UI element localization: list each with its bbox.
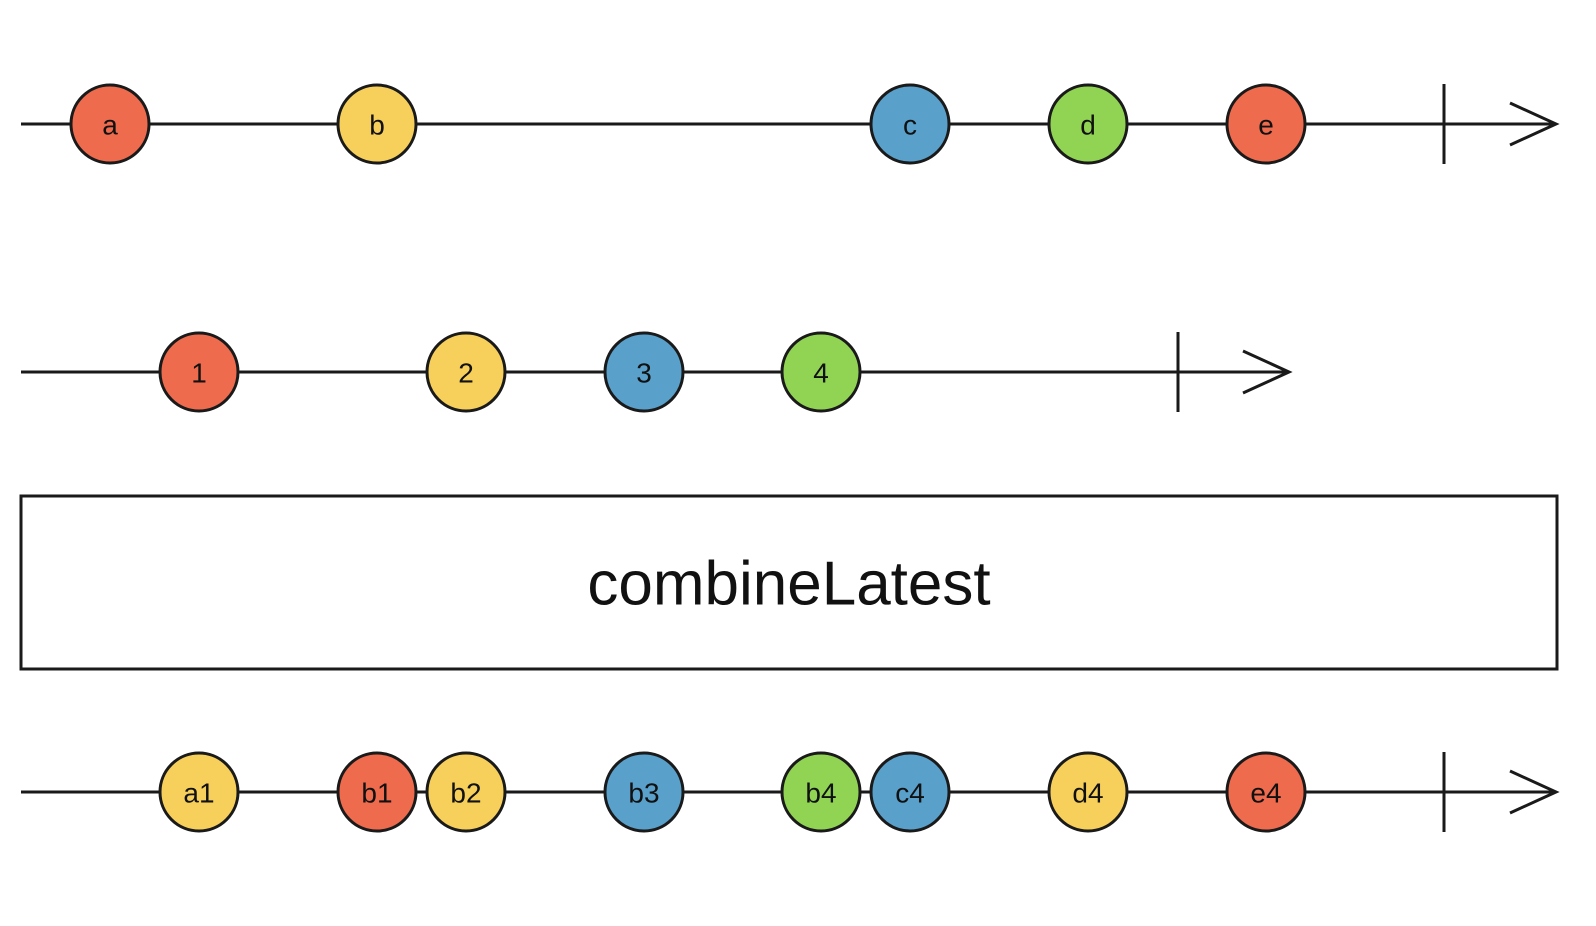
marble-circle — [1225, 751, 1307, 833]
marble-circle — [336, 83, 418, 165]
output-stream: a1 b1 b2 b3 b4 c4 d4 e4 — [21, 751, 1560, 833]
marble-label: d4 — [1072, 778, 1103, 809]
marble-a1: a1 — [158, 751, 240, 833]
marble-circle — [603, 331, 685, 413]
marble-b4: b4 — [780, 751, 862, 833]
marble-label: d — [1080, 110, 1096, 141]
marble-a: a — [69, 83, 151, 165]
marble-3: 3 — [603, 331, 685, 413]
marble-label: 3 — [636, 358, 652, 389]
marble-label: b2 — [450, 778, 481, 809]
marble-circle — [158, 751, 240, 833]
arrow-head-icon — [1509, 769, 1560, 815]
arrow-head-icon — [1242, 349, 1293, 395]
marble-circle — [336, 751, 418, 833]
marble-label: 1 — [191, 358, 207, 389]
marble-c4: c4 — [869, 751, 951, 833]
marble-circle — [869, 83, 951, 165]
marble-circle — [425, 331, 507, 413]
marble-b1: b1 — [336, 751, 418, 833]
marble-circle — [1225, 83, 1307, 165]
marble-label: 4 — [813, 358, 829, 389]
operator-box: combineLatest — [19, 494, 1559, 671]
marble-d4: d4 — [1047, 751, 1129, 833]
arrow-head-icon — [1509, 101, 1560, 147]
marble-label: a — [102, 110, 118, 141]
marble-label: e — [1258, 110, 1274, 141]
marble-b2: b2 — [425, 751, 507, 833]
marble-label: c — [903, 110, 917, 141]
marble-circle — [425, 751, 507, 833]
marble-b3: b3 — [603, 751, 685, 833]
marble-c: c — [869, 83, 951, 165]
marble-circle — [869, 751, 951, 833]
operator-label: combineLatest — [587, 550, 990, 619]
marble-label: b — [369, 110, 385, 141]
marble-circle — [603, 751, 685, 833]
marble-4: 4 — [780, 331, 862, 413]
marble-d: d — [1047, 83, 1129, 165]
marble-circle — [780, 331, 862, 413]
marble-e: e — [1225, 83, 1307, 165]
marble-circle — [69, 83, 151, 165]
marble-label: b4 — [805, 778, 836, 809]
marble-e4: e4 — [1225, 751, 1307, 833]
marble-circle — [780, 751, 862, 833]
input-stream-2: 1 2 3 4 — [21, 331, 1293, 413]
marble-label: e4 — [1250, 778, 1281, 809]
marble-label: 2 — [458, 358, 474, 389]
marble-label: c4 — [895, 778, 925, 809]
input-stream-1: a b c d e — [21, 83, 1560, 165]
marble-circle — [1047, 83, 1129, 165]
marble-label: b3 — [628, 778, 659, 809]
marble-circle — [158, 331, 240, 413]
marble-b: b — [336, 83, 418, 165]
marble-circle — [1047, 751, 1129, 833]
marble-label: b1 — [361, 778, 392, 809]
marble-2: 2 — [425, 331, 507, 413]
marble-label: a1 — [183, 778, 214, 809]
marble-1: 1 — [158, 331, 240, 413]
